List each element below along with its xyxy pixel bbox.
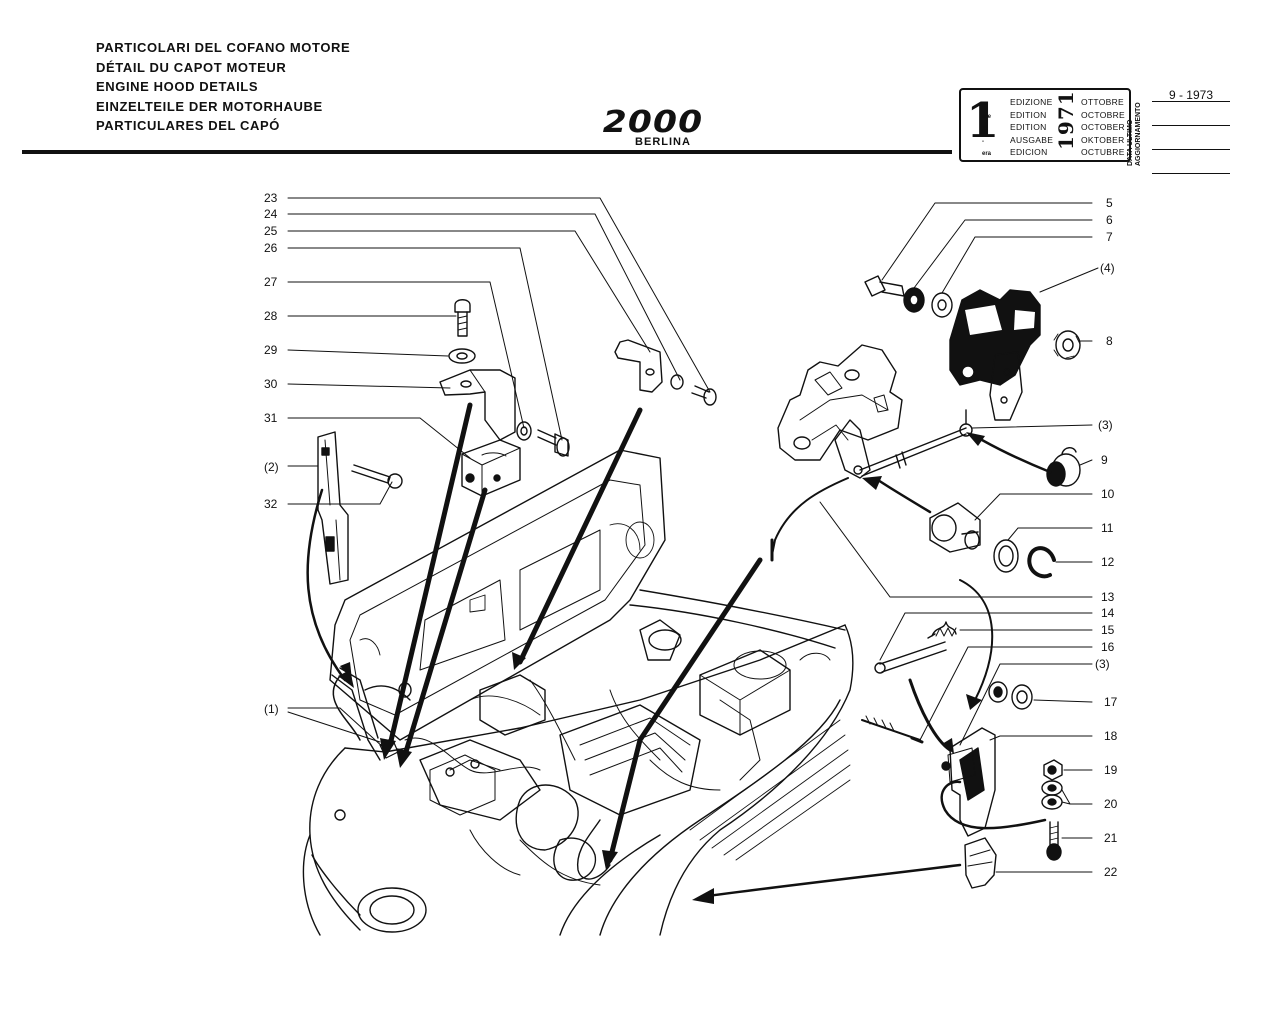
callout-12: 12 [1101,555,1115,569]
edition-suffix: st [982,126,988,132]
title-block: PARTICOLARI DEL COFANO MOTORE DÉTAIL DU … [96,38,350,136]
callout-8: 8 [1106,334,1113,348]
title-italian: PARTICOLARI DEL COFANO MOTORE [96,40,351,55]
latch-parts [770,275,1081,889]
arrow-heads [338,432,985,904]
callout-6: 6 [1106,213,1113,227]
update-date [1152,102,1230,126]
callout-14: 14 [1101,606,1115,620]
edition-word: EDITION [1010,122,1047,132]
callout-30: 30 [264,377,278,391]
callout-24: 24 [264,207,278,221]
callout-21: 21 [1104,831,1118,845]
callout-17: 17 [1104,695,1118,709]
assembly-arrows [387,402,994,863]
update-date [1152,126,1230,150]
edition-month: OCTUBRE [1081,147,1125,157]
title-french: DÉTAIL DU CAPOT MOTEUR [96,59,287,75]
callout-5: 5 [1106,196,1113,210]
edition-suffix: - [982,138,984,145]
callout-29: 29 [264,343,278,357]
callout-32: 32 [264,497,278,511]
callout-10: 10 [1101,487,1115,501]
edition-month: OKTOBER [1081,134,1125,145]
callout-22: 22 [1104,865,1118,879]
header-rule [22,150,952,154]
edition-suffix: era [982,151,992,157]
callout-31: 31 [264,411,278,425]
edition-suffixes: a ere st - era [982,98,991,161]
callout-20: 20 [1104,797,1118,811]
callout-11: 11 [1101,521,1114,535]
edition-months: OTTOBRE OCTOBRE OCTOBER OKTOBER OCTUBRE [1081,96,1125,159]
callout-18: 18 [1104,729,1118,743]
callout-13: 13 [1101,590,1115,604]
callout-25: 25 [264,224,278,238]
edition-suffix: a [982,101,986,107]
callout-26: 26 [264,241,278,255]
edition-word: EDIZIONE [1010,97,1053,107]
update-dates: 9 - 1973 [1152,88,1230,174]
model-logo: 2000 BERLINA [588,108,718,149]
edition-word: AUSGABE [1010,134,1054,145]
edition-month: OCTOBER [1081,122,1125,132]
callout-15: 15 [1101,623,1115,637]
title-german: EINZELTEILE DER MOTORHAUBE [96,98,323,114]
edition-month: OTTOBRE [1081,97,1125,107]
car-illustration [302,449,854,936]
callout-16: 16 [1101,640,1115,654]
edition-word: EDITION [1010,109,1047,120]
callout-1-paren: (1) [264,702,279,716]
edition-word: EDICION [1010,147,1048,157]
leader-lines [287,197,1099,873]
callout-19: 19 [1104,763,1118,777]
update-date [1152,150,1230,174]
callout-4-paren: (4) [1100,261,1115,275]
callout-2-paren: (2) [264,460,279,474]
model-subtitle: BERLINA [635,136,691,148]
callout-28: 28 [264,309,278,323]
title-spanish: PARTICULARES DEL CAPÓ [96,118,281,133]
callout-labels: 23 24 25 26 27 28 29 30 31 (2) 32 (1) 5 … [264,191,1118,879]
callout-23: 23 [264,191,278,205]
edition-number: 1 [966,93,1000,149]
callout-9: 9 [1101,453,1108,467]
edition-box: 1 a ere st - era EDIZIONE EDITION EDITIO… [959,88,1131,162]
edition-suffix: ere [982,113,992,120]
callout-3-paren: (3) [1098,418,1113,432]
title-english: ENGINE HOOD DETAILS [96,79,259,94]
hinge-parts [317,299,717,585]
edition-month: OCTOBRE [1081,109,1125,120]
update-date: 9 - 1973 [1152,88,1230,102]
thin-arrows [306,438,1052,898]
callout-7: 7 [1106,230,1113,244]
callout-27: 27 [264,275,278,289]
model-number: 2000 [602,105,704,140]
callout-3-paren-b: (3) [1095,657,1110,671]
edition-words: EDIZIONE EDITION EDITION AUSGABE EDICION [1010,96,1053,159]
